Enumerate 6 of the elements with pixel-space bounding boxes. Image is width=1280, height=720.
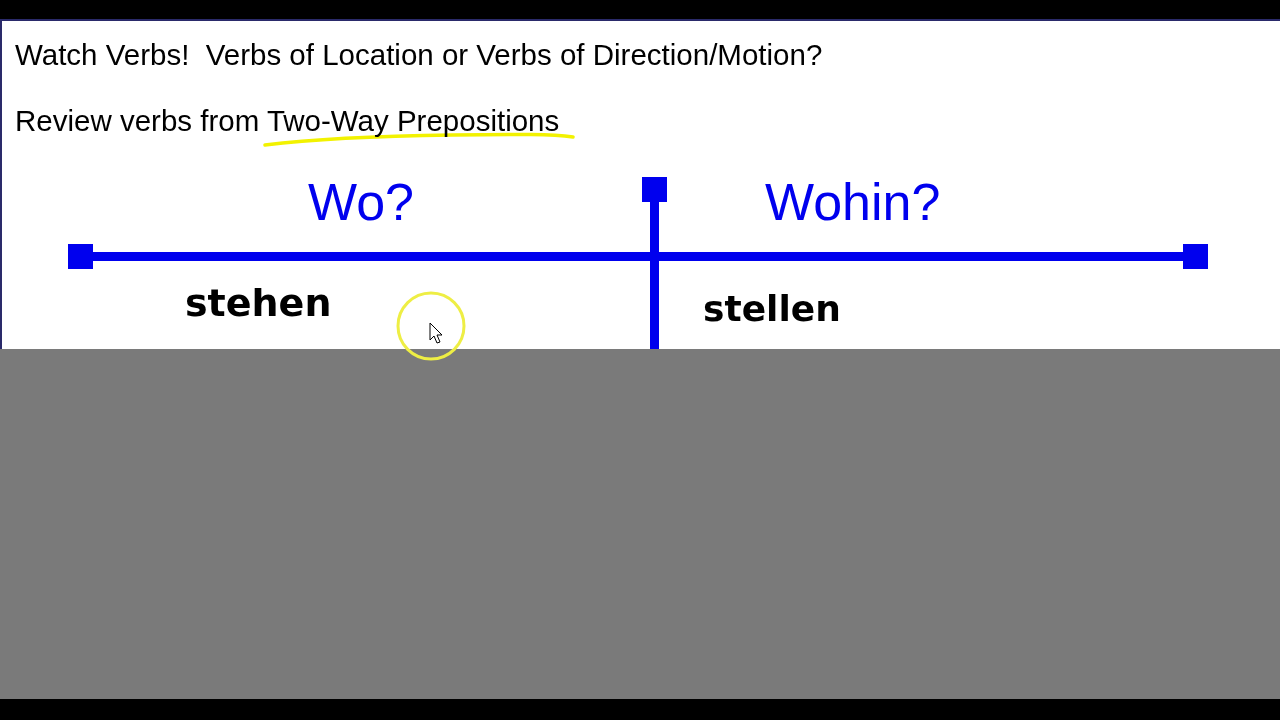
verb-text: stehen bbox=[185, 281, 332, 325]
subheading: Review verbs from Two-Way Prepositions bbox=[15, 104, 560, 138]
column-heading: Wohin? bbox=[765, 172, 941, 232]
heading: Watch Verbs! Verbs of Location or Verbs of Direction/Motion? bbox=[15, 38, 823, 72]
verb-text: stellen bbox=[703, 288, 841, 329]
column-heading: Wo? bbox=[308, 172, 414, 232]
